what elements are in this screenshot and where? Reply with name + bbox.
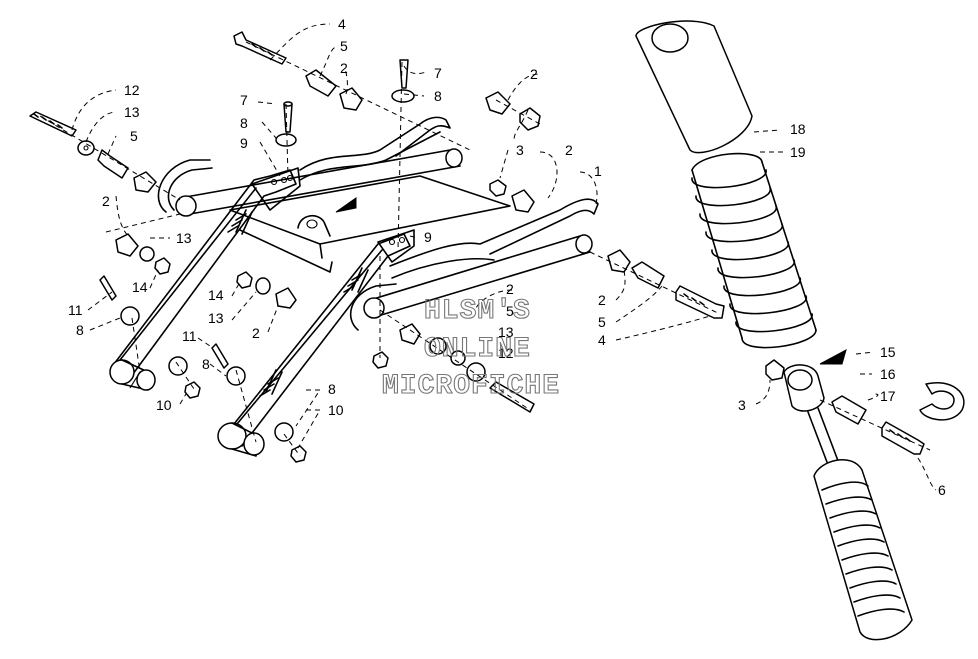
callout-12-left: 12 (124, 82, 140, 98)
callout-10-low: 10 (328, 402, 344, 418)
callout-7-top: 7 (434, 65, 442, 81)
callout-11-mid: 11 (182, 328, 197, 344)
callout-4-top: 4 (338, 16, 346, 32)
leader-lines (71, 23, 937, 491)
callout-8-low: 8 (328, 381, 336, 397)
callout-14-left: 14 (132, 279, 148, 295)
link-arm-left (109, 167, 301, 391)
callout-7-left: 7 (240, 92, 248, 108)
callout-5-center: 5 (506, 303, 514, 319)
callout-8-left: 8 (240, 115, 248, 131)
callout-2-mid-low: 2 (252, 325, 260, 341)
callout-8-top: 8 (434, 88, 442, 104)
link-arm-right (217, 229, 415, 457)
callout-17: 17 (880, 388, 896, 404)
callout-18: 18 (790, 121, 806, 137)
bushing-2-left (133, 171, 157, 193)
callout-2-mid: 2 (565, 142, 573, 158)
front-arrow-left (335, 197, 357, 213)
callout-3-right: 3 (738, 397, 746, 413)
callout-4-right: 4 (598, 332, 606, 348)
callout-1: 1 (594, 163, 602, 179)
callout-2-left: 2 (102, 193, 110, 209)
bushing-5 (97, 149, 129, 179)
callout-8-mid: 8 (202, 356, 210, 372)
callout-14-mid: 14 (208, 287, 224, 303)
assembly-lines (39, 41, 721, 457)
callout-2-top: 2 (340, 60, 348, 76)
watermark-line-1: HLSM'S (424, 296, 531, 327)
callout-5-left: 5 (130, 128, 138, 144)
callout-10-left: 10 (156, 397, 172, 413)
shock-absorber (635, 20, 965, 641)
callout-13-left: 13 (124, 104, 140, 120)
right-arm-hardware (372, 249, 725, 413)
callout-8-left-low: 8 (76, 322, 84, 338)
watermark: HLSM'S ONLINE MICROFICHE (381, 295, 560, 402)
callout-2-topright: 2 (530, 66, 538, 82)
callout-2-right: 2 (598, 292, 606, 308)
bolt-12 (29, 111, 77, 137)
callout-3-top: 3 (516, 142, 524, 158)
watermark-line-2: ONLINE (424, 334, 531, 365)
washer-13 (77, 140, 95, 156)
callout-19: 19 (790, 144, 806, 160)
rear-arm-frame (157, 116, 599, 331)
callout-9-mid: 9 (424, 229, 432, 245)
callout-5-right: 5 (598, 314, 606, 330)
callout-9-left: 9 (240, 135, 248, 151)
callout-12-center: 12 (498, 345, 514, 361)
callout-5-top: 5 (340, 38, 348, 54)
watermark-line-3: MICROFICHE (382, 371, 560, 402)
left-hardware (99, 101, 307, 463)
callout-6: 6 (938, 482, 946, 498)
callout-16: 16 (880, 366, 896, 382)
callout-13-left-mid: 13 (176, 230, 192, 246)
callout-15: 15 (880, 344, 896, 360)
callout-13-mid: 13 (208, 310, 224, 326)
top-hardware (233, 31, 541, 213)
callout-13-center: 13 (498, 324, 514, 340)
callout-11-left: 11 (68, 302, 83, 318)
callout-2-center: 2 (506, 281, 514, 297)
callout-labels: 4 5 2 7 8 2 3 2 1 12 13 5 7 8 9 2 13 14 … (68, 16, 946, 498)
